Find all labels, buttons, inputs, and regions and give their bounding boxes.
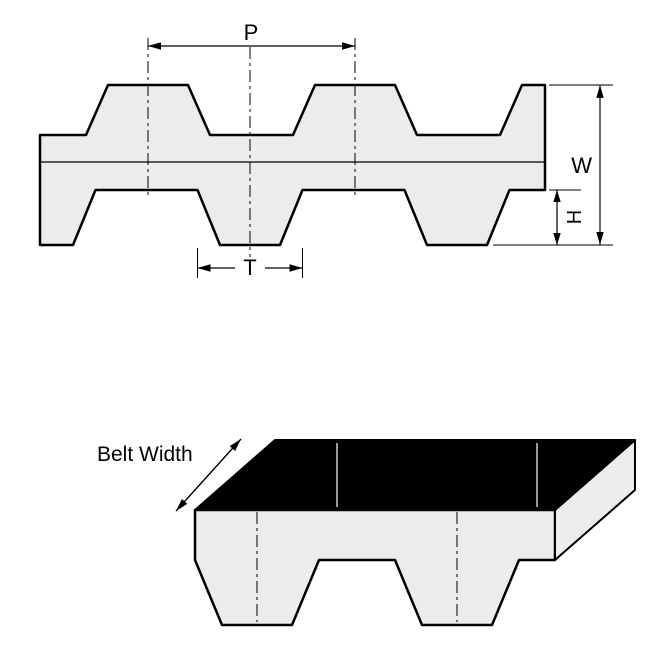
belt-width-label: Belt Width — [97, 443, 193, 466]
dimension-t-arrow-right — [289, 264, 303, 272]
dimension-t-arrow-left — [197, 264, 211, 272]
dimension-p-arrow-right — [342, 42, 355, 50]
belt-width-arrowhead-bottom — [176, 499, 188, 511]
belt-width-arrow-line — [175, 438, 242, 512]
belt-width-dimension: Belt Width — [97, 438, 242, 512]
dimension-t: T — [197, 248, 303, 280]
dimension-w: W — [493, 84, 613, 246]
belt-front-face — [193, 508, 557, 627]
belt-isometric-figure: Belt Width — [97, 438, 636, 627]
dimension-h-arrow-bottom — [553, 233, 561, 245]
dimension-h-arrow-top — [553, 190, 561, 202]
dimension-p: P — [148, 20, 355, 50]
tooth-height-label: H — [564, 210, 586, 224]
dimension-w-arrow-bottom — [596, 232, 604, 245]
dimension-h: H — [549, 189, 586, 245]
belt-profile — [38, 83, 547, 247]
dimension-p-arrow-left — [148, 42, 161, 50]
belt-cross-section-figure: P T W — [38, 20, 613, 280]
belt-top-surface — [194, 439, 636, 511]
tooth-width-label: T — [243, 255, 256, 280]
pitch-label: P — [244, 20, 259, 45]
width-label: W — [571, 153, 592, 178]
dimension-w-arrow-top — [596, 85, 604, 98]
belt-width-arrowhead-top — [229, 439, 241, 451]
